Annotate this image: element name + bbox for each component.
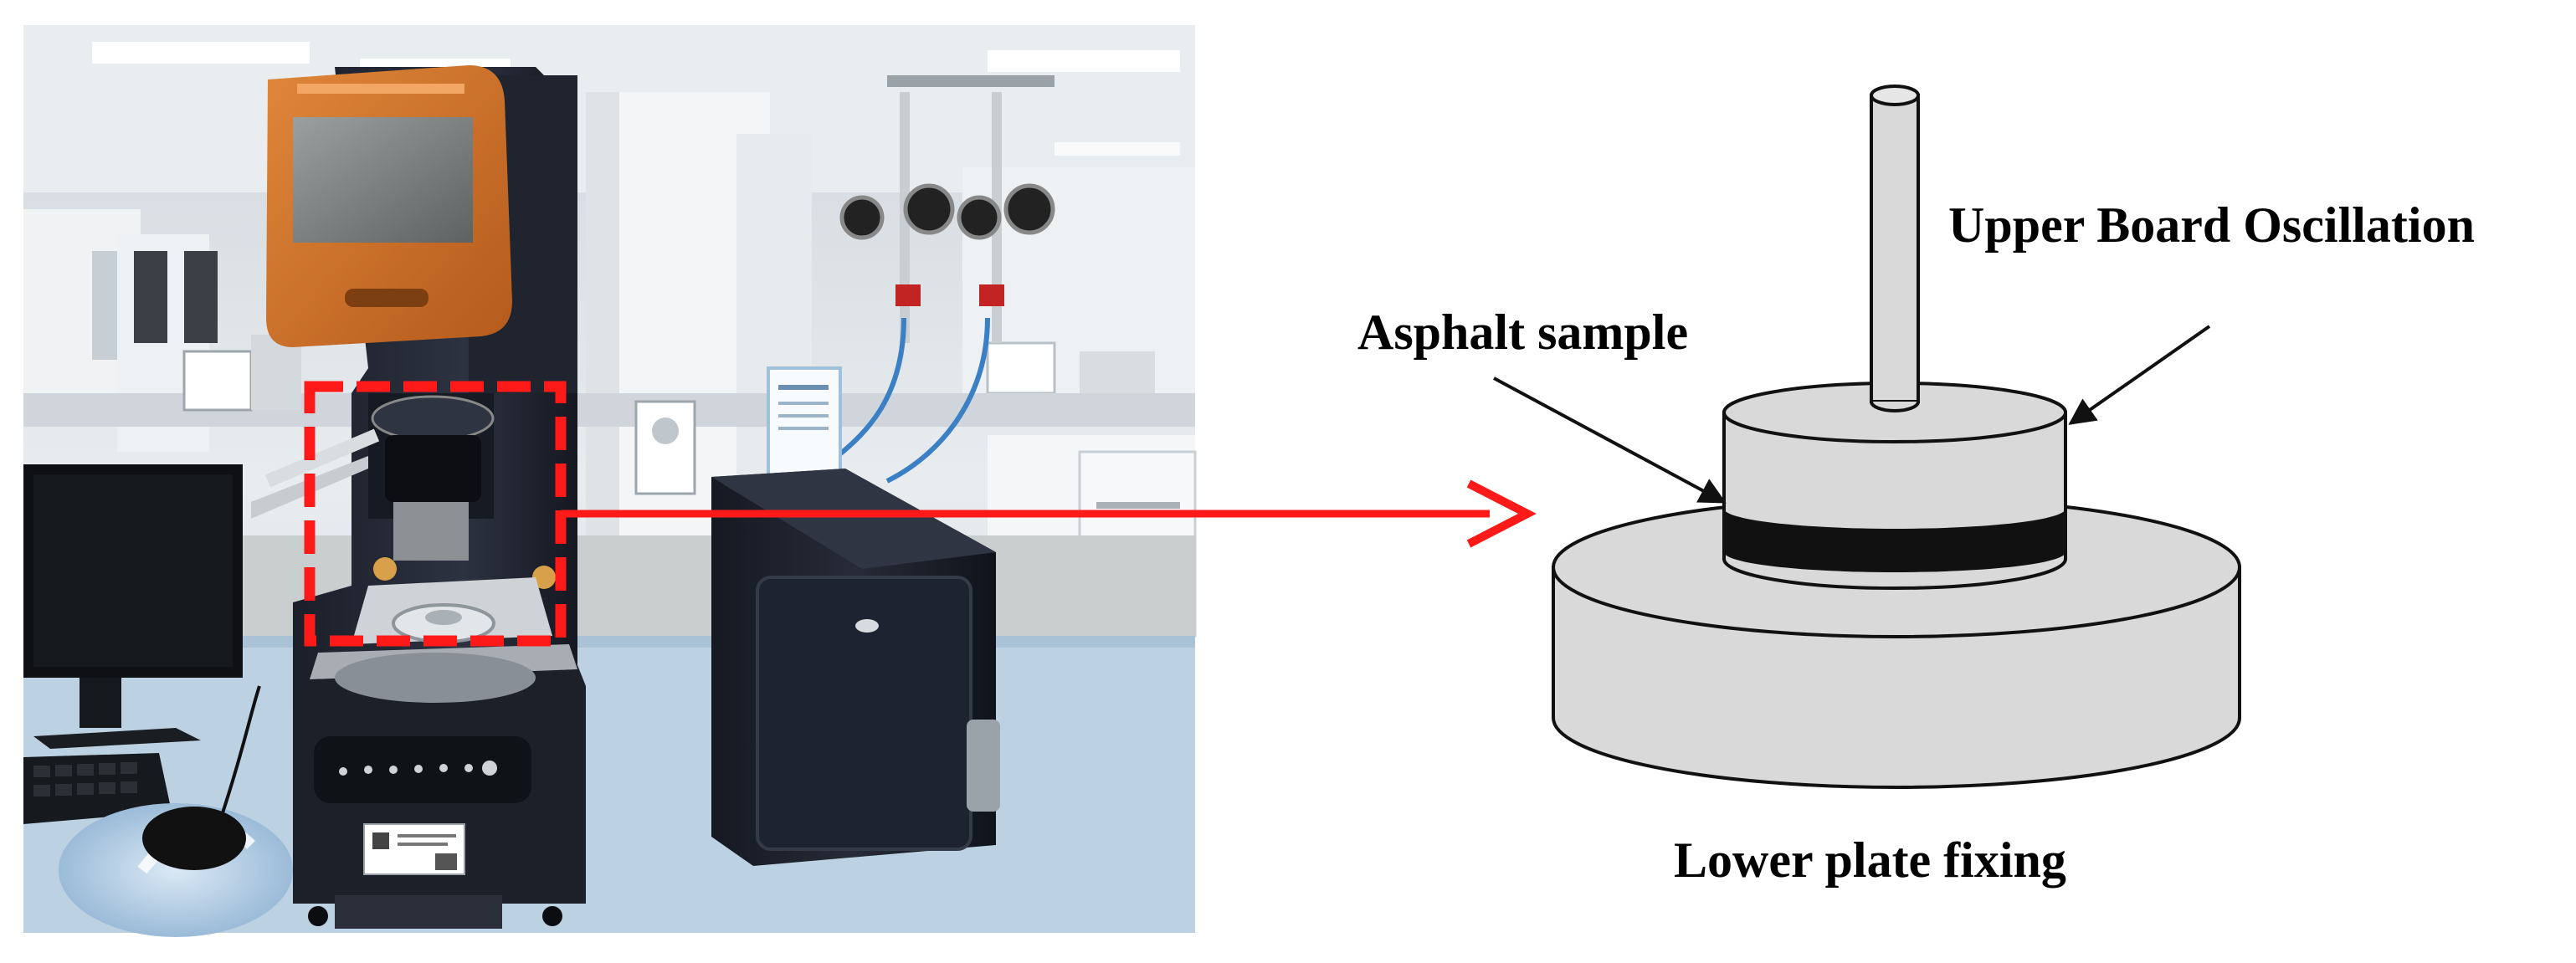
asphalt-sample-band — [1724, 509, 2065, 572]
label-lower-plate-fixing: Lower plate fixing — [1674, 832, 2066, 888]
rheometer-photo — [23, 25, 1197, 937]
upper-pointer-arrow — [2068, 325, 2211, 425]
sample-pointer-arrow — [1493, 376, 1727, 504]
desktop-monitor — [23, 464, 243, 749]
label-upper-board-oscillation: Upper Board Oscillation — [1948, 197, 2475, 253]
gas-regulator-panel — [818, 75, 1055, 484]
plate-schematic — [1493, 85, 2241, 789]
mouse — [142, 807, 246, 870]
touchscreen — [293, 117, 473, 243]
rheometer-instrument — [251, 65, 586, 929]
controller-cabinet — [711, 469, 1000, 866]
keyboard — [23, 753, 172, 824]
lower-plate — [1552, 496, 2241, 789]
ceiling-light — [92, 42, 310, 64]
oscillation-shaft — [1870, 85, 1920, 412]
label-asphalt-sample: Asphalt sample — [1357, 305, 1689, 360]
upper-plate — [1722, 382, 2067, 590]
ceiling-light — [988, 50, 1180, 72]
callout-arrow — [561, 479, 1537, 548]
